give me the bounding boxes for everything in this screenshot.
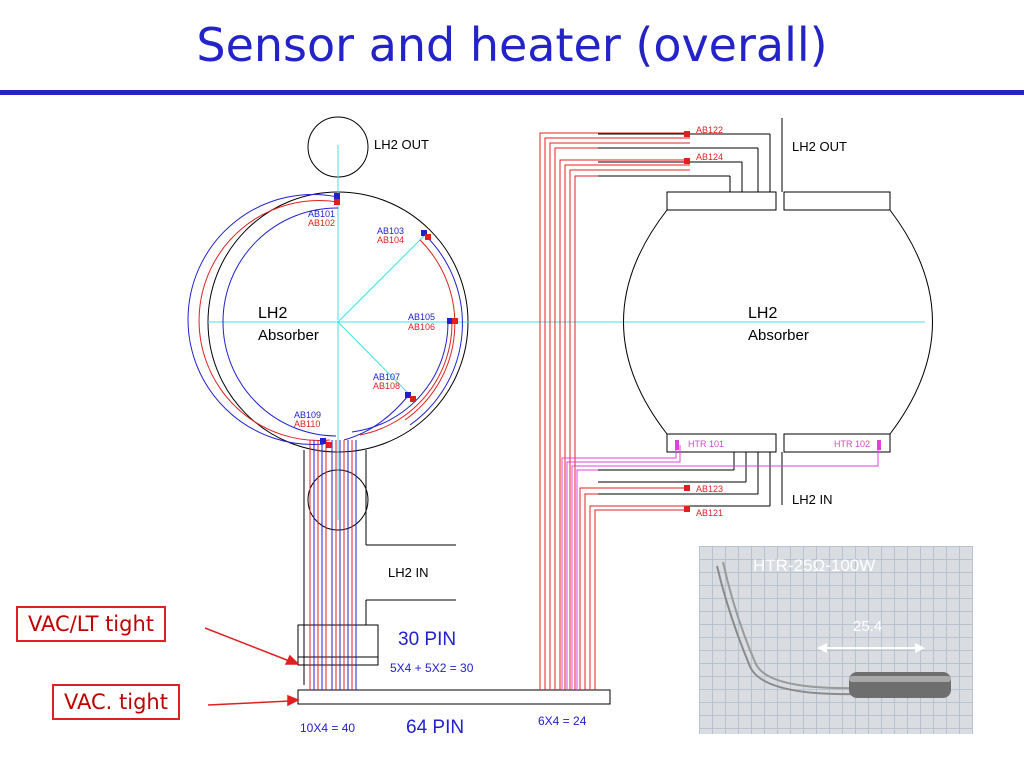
heater-wires (561, 445, 879, 690)
left-absorber-label-2: Absorber (258, 327, 319, 344)
sensor-label-ab101: AB101 (308, 209, 335, 219)
vac-tight-callout: VAC. tight (52, 684, 180, 720)
left-absorber-label-1: LH2 (258, 305, 287, 322)
sensor-label-ab103: AB103 (377, 226, 404, 236)
heater-dimension-label: 25.4 (853, 618, 883, 635)
sensor-label-ab110: AB110 (294, 419, 320, 429)
heater-lead-wire-2 (722, 561, 860, 690)
formula-24: 6X4 = 24 (538, 714, 587, 728)
title-underline (0, 90, 1024, 95)
sensor-label-ab121: AB121 (696, 508, 723, 518)
sensor-label-ab108: AB108 (373, 381, 400, 391)
formula-40: 10X4 = 40 (300, 721, 355, 735)
pin30-formula: 5X4 + 5X2 = 30 (390, 661, 474, 675)
right-lh2-in-label: LH2 IN (792, 492, 832, 507)
left-lh2-in-label: LH2 IN (388, 565, 428, 580)
right-wires (539, 132, 690, 690)
right-absorber-label-1: LH2 (748, 305, 777, 322)
left-sensor-markers (320, 193, 458, 448)
dimension-arrow-left (817, 643, 827, 653)
sensor-label-ab104: AB104 (377, 235, 404, 245)
heater-label-htr102: HTR 102 (834, 439, 870, 449)
page-title: Sensor and heater (overall) (196, 18, 828, 72)
right-sensor-markers (675, 131, 881, 512)
sensor-label-ab109: AB109 (294, 410, 321, 420)
sensor-label-ab102: AB102 (308, 218, 335, 228)
left-lh2-out-label: LH2 OUT (374, 137, 429, 152)
sensor-label-ab107: AB107 (373, 372, 400, 382)
heater-photo: HTR-25Ω-100W 25.4 (699, 546, 973, 734)
callout-arrows (204, 627, 300, 707)
left-cyan-axes (208, 145, 925, 520)
heater-illustration (716, 561, 951, 698)
right-lh2-out-label: LH2 OUT (792, 139, 847, 154)
dimension-arrow-right (915, 643, 925, 653)
sensor-label-ab124: AB124 (696, 152, 723, 162)
heater-label-htr101: HTR 101 (688, 439, 724, 449)
heater-cartridge-body (849, 672, 951, 698)
sensor-label-ab122: AB122 (696, 125, 723, 135)
right-absorber-label-2: Absorber (748, 327, 809, 344)
sensor-label-ab105: AB105 (408, 312, 435, 322)
heater-lead-wire-1 (716, 565, 860, 696)
sensor-label-ab106: AB106 (408, 322, 435, 332)
pin64-label: 64 PIN (406, 717, 464, 738)
left-wires (187, 194, 463, 690)
heater-cartridge-highlight (849, 676, 951, 682)
vac-lt-tight-callout: VAC/LT tight (16, 606, 167, 642)
pin30-label: 30 PIN (398, 629, 456, 650)
heater-photo-label: HTR-25Ω-100W (753, 556, 876, 575)
sensor-label-ab123: AB123 (696, 484, 723, 494)
